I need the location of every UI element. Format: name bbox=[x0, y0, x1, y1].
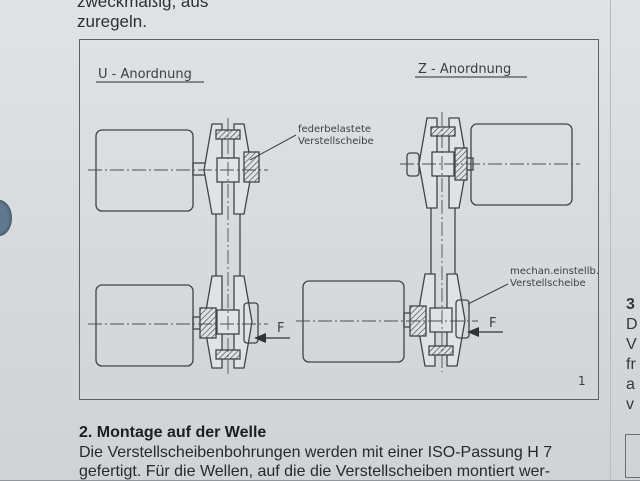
right-fragment: 3 bbox=[626, 296, 635, 313]
intro-line-1: zweckmäßig, aus bbox=[77, 0, 209, 11]
spring-note-line-2: Verstellscheibe bbox=[298, 136, 374, 147]
z-arrangement-label: Z - Anordnung bbox=[418, 62, 511, 77]
z-upper-pulley-left-disc bbox=[418, 117, 438, 209]
punch-hole bbox=[0, 200, 12, 236]
section-title: 2. Montage auf der Welle bbox=[79, 424, 267, 441]
right-column-box bbox=[625, 434, 640, 478]
z-upper-belt-section bbox=[430, 126, 456, 137]
u-upper-motor bbox=[95, 129, 194, 212]
right-fragment: D bbox=[626, 316, 638, 333]
mech-note-line-2: Verstellscheibe bbox=[510, 278, 586, 289]
z-lower-motor bbox=[302, 280, 405, 363]
z-arrangement bbox=[302, 117, 573, 367]
z-lower-hub bbox=[429, 307, 453, 333]
centerlines bbox=[88, 112, 580, 374]
spring-note-leader bbox=[249, 134, 297, 161]
intro-line-2: zuregeln. bbox=[77, 12, 147, 31]
u-force-label: F bbox=[277, 321, 284, 336]
mech-note-leader bbox=[467, 283, 509, 305]
section-body-line-1: Die Verstellscheibenbohrungen werden mit… bbox=[79, 444, 553, 461]
z-lower-shaft-end bbox=[455, 299, 470, 339]
page-edge bbox=[610, 0, 611, 480]
u-upper-spring-housing bbox=[243, 151, 260, 183]
right-fragment: a bbox=[626, 376, 635, 393]
mech-note-line-1: mechan.einstellb. bbox=[510, 266, 599, 277]
u-lower-motor bbox=[95, 284, 194, 367]
intro-text: zweckmäßig, aus zuregeln. bbox=[77, 0, 297, 32]
spring-note-line-1: federbelastete bbox=[298, 124, 371, 135]
section-body-line-2: gefertigt. Für die Wellen, auf die die V… bbox=[79, 463, 551, 480]
right-fragment: V bbox=[626, 336, 637, 353]
u-arrangement-label: U - Anordnung bbox=[98, 67, 192, 82]
u-arrangement bbox=[95, 123, 260, 369]
u-upper-pulley-right-disc bbox=[233, 123, 253, 215]
z-force-arrow bbox=[467, 327, 503, 337]
right-fragment: v bbox=[626, 396, 634, 413]
right-fragment: fr bbox=[626, 356, 636, 373]
u-force-arrow bbox=[254, 333, 290, 343]
u-lower-adjust-ring bbox=[199, 307, 217, 339]
section-body: Die Verstellscheibenbohrungen werden mit… bbox=[79, 443, 609, 481]
z-lower-belt-section bbox=[428, 345, 454, 356]
u-lower-shaft-end bbox=[243, 302, 259, 344]
figure-frame bbox=[79, 39, 599, 400]
figure-number: 1 bbox=[578, 374, 586, 388]
u-upper-pulley-left-disc bbox=[203, 123, 223, 215]
right-column-fragments: 3 D V fr a v bbox=[626, 295, 640, 415]
z-upper-motor bbox=[470, 123, 573, 206]
z-upper-shaft bbox=[406, 152, 420, 177]
z-force-label: F bbox=[489, 316, 496, 331]
